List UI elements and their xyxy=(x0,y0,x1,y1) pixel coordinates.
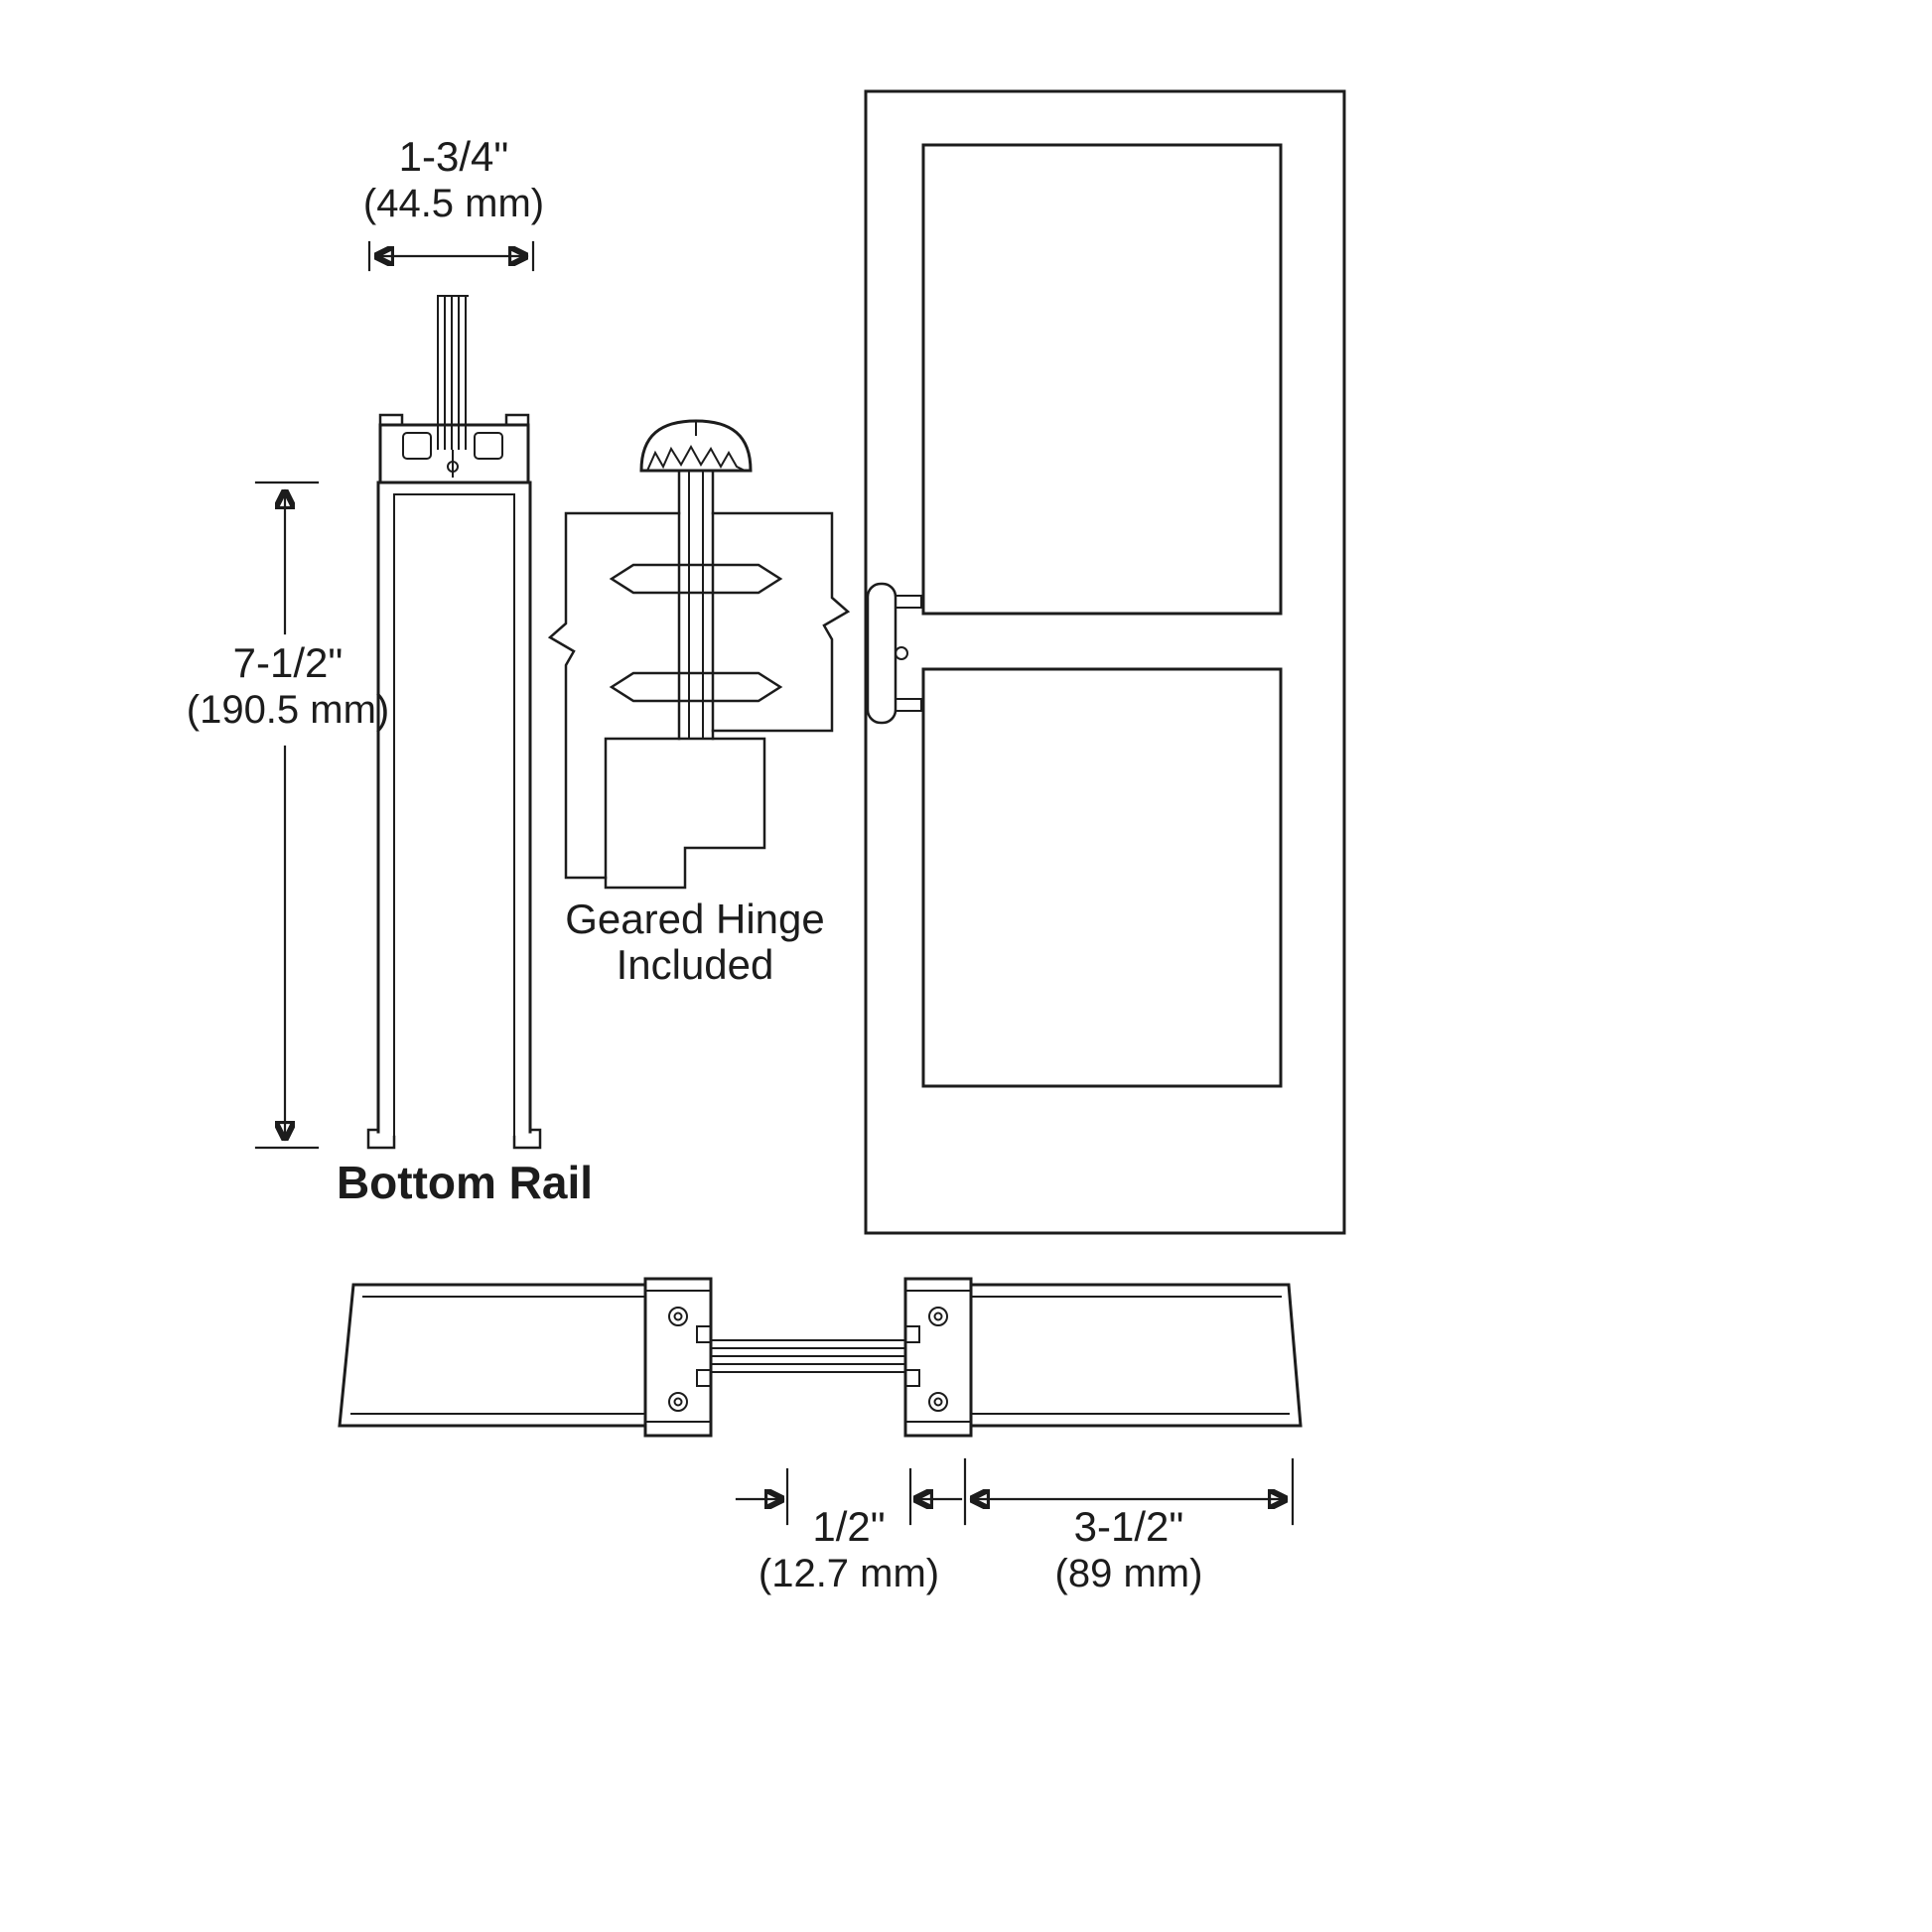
gap-dimension: 1/2" (12.7 mm) xyxy=(735,1467,963,1595)
hinge-leaf-right xyxy=(711,511,851,733)
hinge-caption-line1: Geared Hinge xyxy=(565,896,825,942)
handle-grip xyxy=(866,582,897,725)
glazing-gasket xyxy=(696,1369,712,1387)
rail-height-dimension: 7-1/2" (190.5 mm) xyxy=(187,481,390,1150)
glazing-clamp xyxy=(378,413,530,484)
plan-panel-right xyxy=(969,1283,1303,1428)
stile-width-label: 3-1/2" xyxy=(1074,1503,1184,1550)
stile-bolt xyxy=(668,1392,688,1412)
gap-mm-label: (12.7 mm) xyxy=(759,1552,939,1595)
handle-fastener xyxy=(895,646,908,660)
glazing-gasket xyxy=(904,1369,920,1387)
glazing-gasket xyxy=(696,1325,712,1343)
hinge-leaf-left xyxy=(547,511,681,880)
stile-bolt xyxy=(928,1307,948,1326)
plan-panel-left xyxy=(338,1283,647,1428)
rail-height-mm-label: (190.5 mm) xyxy=(187,688,390,732)
hinge-caption-line2: Included xyxy=(617,941,774,988)
hinge-screw xyxy=(609,563,783,595)
rail-width-dimension: 1-3/4" (44.5 mm) xyxy=(363,133,544,272)
door-pull-handle xyxy=(866,582,922,725)
rail-foot xyxy=(512,1128,542,1150)
setting-bolt xyxy=(447,461,459,473)
rail-foot xyxy=(366,1128,396,1150)
stile-bolt xyxy=(928,1392,948,1412)
bottom-rail-section xyxy=(366,295,542,1150)
bottom-rail-caption: Bottom Rail xyxy=(337,1157,593,1208)
gear-teeth xyxy=(645,444,747,473)
gasket xyxy=(474,432,503,460)
door-elevation xyxy=(864,89,1346,1235)
rail-body xyxy=(366,481,542,1150)
hinge-screw xyxy=(609,671,783,703)
glazing-gasket xyxy=(904,1325,920,1343)
rail-width-mm-label: (44.5 mm) xyxy=(363,182,544,225)
gap-label: 1/2" xyxy=(812,1503,885,1550)
door-glass-bottom xyxy=(921,667,1283,1088)
rail-height-label: 7-1/2" xyxy=(233,639,344,686)
plan-glass-lines xyxy=(710,1339,906,1373)
hinge-gear-cap xyxy=(639,419,753,473)
hinge-channel xyxy=(677,469,715,741)
glass-lines xyxy=(437,295,469,450)
hinge-mount-block xyxy=(604,737,766,890)
rail-width-label: 1-3/4" xyxy=(399,133,509,180)
stile-width-dimension: 3-1/2" (89 mm) xyxy=(963,1457,1295,1595)
stile-plan-section xyxy=(338,1277,1303,1438)
plan-stile-left xyxy=(643,1277,713,1438)
stile-bolt xyxy=(668,1307,688,1326)
gasket xyxy=(402,432,432,460)
stile-width-mm-label: (89 mm) xyxy=(1055,1552,1203,1595)
geared-hinge-detail: Geared Hinge Included xyxy=(547,419,851,988)
plan-stile-right xyxy=(903,1277,973,1438)
door-glass-top xyxy=(921,143,1283,616)
